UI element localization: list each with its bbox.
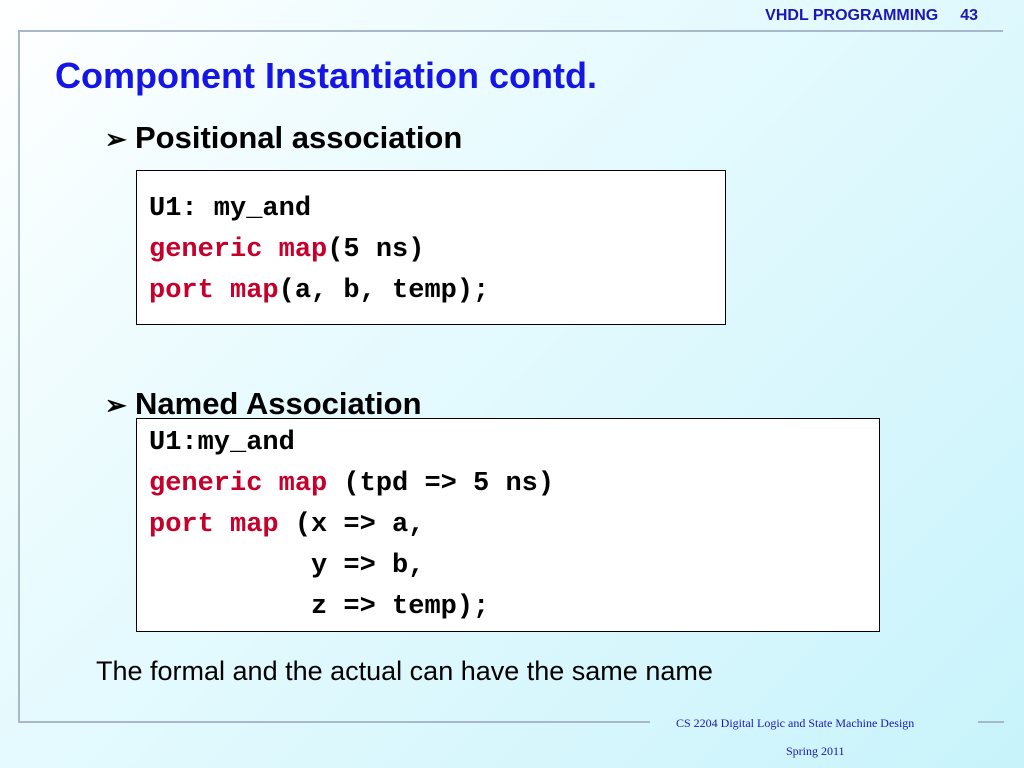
code-text: z => temp); xyxy=(149,592,490,622)
bullet-named-association: ➢ Named Association xyxy=(105,386,422,422)
course-title: VHDL PROGRAMMING xyxy=(765,7,939,24)
code-text: (tpd => 5 ns) xyxy=(327,469,555,499)
slide-frame-bottom-left xyxy=(18,721,650,723)
bullet-label: Named Association xyxy=(135,386,422,421)
code-line: port map (x => a, xyxy=(149,505,879,546)
code-keyword: generic map xyxy=(149,469,328,499)
code-text: y => b, xyxy=(149,551,425,581)
code-text: (5 ns) xyxy=(327,235,425,265)
slide-title: Component Instantiation contd. xyxy=(55,55,597,96)
code-line: generic map (tpd => 5 ns) xyxy=(149,464,879,505)
slide-footer: CS 2204 Digital Logic and State Machine … xyxy=(676,715,966,759)
bullet-label: Positional association xyxy=(135,120,463,155)
code-line: z => temp); xyxy=(149,587,879,628)
slide-caption: The formal and the actual can have the s… xyxy=(96,656,713,686)
arrow-bullet-icon: ➢ xyxy=(105,390,127,420)
footer-term: Spring 2011 xyxy=(786,744,845,758)
slide-header: VHDL PROGRAMMING 43 xyxy=(765,7,978,25)
slide-frame-top xyxy=(18,30,1003,32)
slide-number: 43 xyxy=(960,7,978,24)
code-text: (a, b, temp); xyxy=(278,276,490,306)
slide-frame-left xyxy=(18,30,20,723)
code-line: y => b, xyxy=(149,546,879,587)
code-line: U1: my_and xyxy=(149,189,725,230)
code-line: U1:my_and xyxy=(149,423,879,464)
code-text: (x => a, xyxy=(278,510,425,540)
code-text: U1: my_and xyxy=(149,194,312,224)
arrow-bullet-icon: ➢ xyxy=(105,124,127,154)
bullet-positional-association: ➢ Positional association xyxy=(105,120,462,156)
code-line: port map(a, b, temp); xyxy=(149,271,725,312)
code-keyword: generic map xyxy=(149,235,328,265)
code-keyword: port map xyxy=(149,510,279,540)
footer-course-name: CS 2204 Digital Logic and State Machine … xyxy=(676,716,915,730)
code-text: U1:my_and xyxy=(149,428,295,458)
code-line: generic map(5 ns) xyxy=(149,230,725,271)
slide-frame-bottom-right xyxy=(978,721,1004,723)
code-keyword: port map xyxy=(149,276,279,306)
